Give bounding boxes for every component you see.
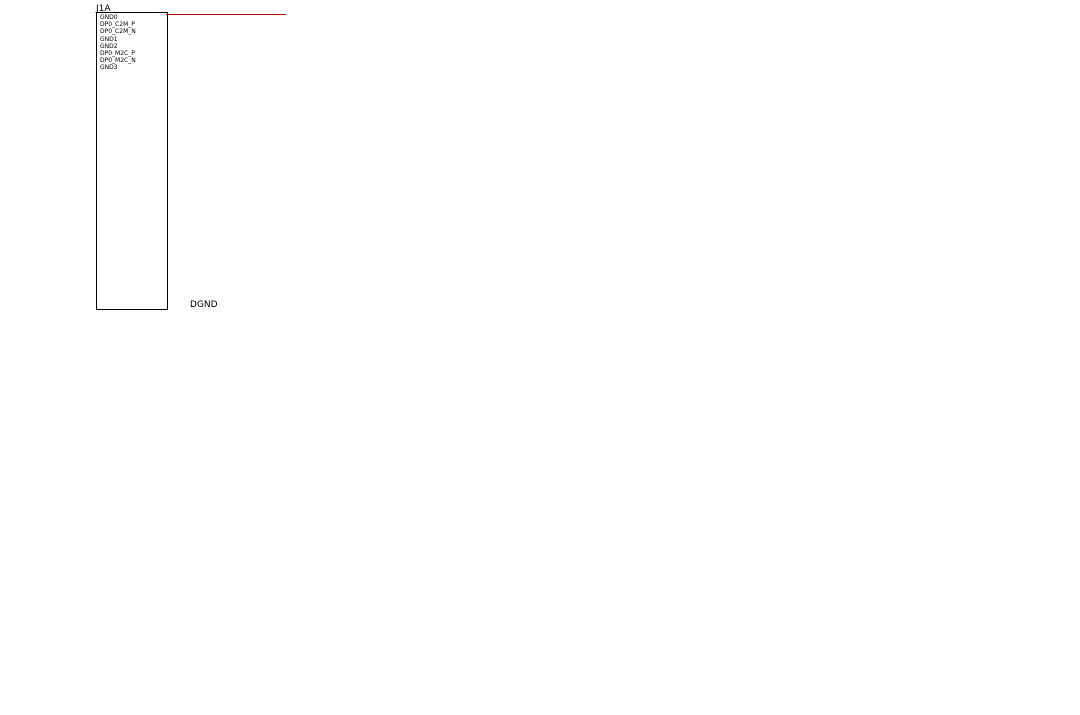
pin-name: DP0_C2M_P (100, 21, 135, 29)
ground-label: DGND (190, 300, 218, 310)
pin-name: DP0_M2C_P (100, 49, 135, 57)
connector-title: J1A (96, 4, 111, 14)
pin-name: GND1 (100, 35, 118, 43)
pin-name: GND2 (100, 42, 118, 50)
pin-name: DP0_M2C_N (100, 57, 136, 65)
pin-name: DP0_C2M_N (100, 28, 136, 36)
net-wire (166, 14, 286, 15)
pin-name: GND3 (100, 64, 118, 72)
pin-list: GND0 DP0_C2M_P DP0_C2M_N GND1 GND2 DP0_M… (100, 14, 162, 72)
connector-box (96, 12, 168, 310)
pin-name: GND0 (100, 14, 118, 21)
